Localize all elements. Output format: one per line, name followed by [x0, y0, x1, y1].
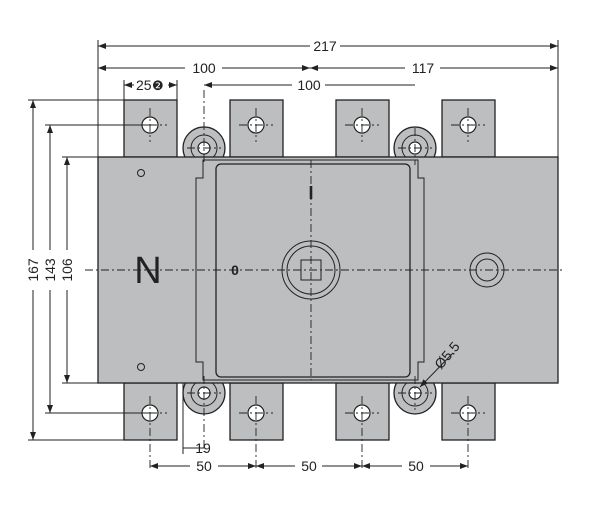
dim-pole-pitch-2: 50 — [301, 458, 317, 474]
screw-mark — [137, 363, 145, 371]
dim-hole-spacing-vertical: 143 — [42, 258, 58, 282]
screw-mark — [137, 169, 145, 177]
dimension-lines — [30, 43, 558, 469]
terminal-bottom-4 — [441, 382, 496, 441]
dim-terminal-width: 25 — [136, 77, 152, 93]
dim-center-to-right: 117 — [412, 60, 435, 76]
dim-left-to-center: 100 — [192, 60, 216, 76]
dim-body-height: 106 — [59, 258, 75, 282]
dim-overall-height: 167 — [25, 258, 41, 282]
top-terminals — [123, 99, 496, 158]
note-marker: ❷ — [152, 78, 164, 93]
dim-mounting-hole-spacing: 100 — [297, 77, 321, 93]
bottom-terminals — [123, 382, 496, 441]
front-panel — [215, 163, 411, 378]
dim-overall-width: 217 — [313, 38, 337, 54]
dim-pole-pitch-3: 50 — [408, 458, 424, 474]
front-frame — [195, 159, 425, 381]
off-label: 0 — [231, 262, 239, 278]
pole-label: N — [134, 250, 161, 292]
center-lines — [85, 90, 565, 470]
dim-pole-pitch-1: 50 — [196, 458, 212, 474]
dim-lug-offset: 19 — [195, 440, 211, 456]
on-label: I — [308, 183, 313, 203]
extension-lines — [28, 40, 559, 454]
